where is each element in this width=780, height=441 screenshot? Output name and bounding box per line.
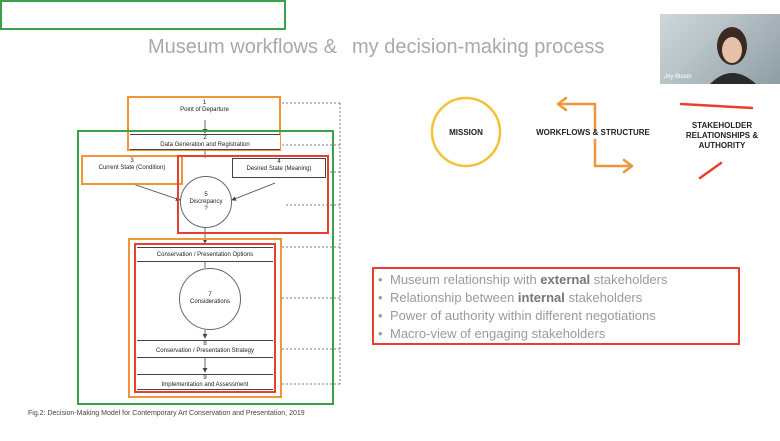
participant-silhouette xyxy=(710,27,756,84)
circle-discrepancy: 5 Discrepancy ? xyxy=(180,176,232,228)
mission-label: MISSION xyxy=(449,128,483,137)
authority-triangle-icon xyxy=(679,102,754,180)
bullet-text: stakeholders xyxy=(564,290,643,305)
bullet-text: Museum relationship with xyxy=(390,272,541,287)
box-point-of-departure: 1 Point of Departure xyxy=(133,100,276,120)
slide-title-prefix: Museum workflows & xyxy=(148,36,337,58)
bullet-text: Power of authority within different nego… xyxy=(390,308,656,323)
workflows-label: WORKFLOWS & STRUCTURE xyxy=(536,128,650,137)
bullet-dot: • xyxy=(378,308,383,323)
box-implementation: 9 Implementation and Assessment xyxy=(137,374,273,390)
box6-label: Conservation / Presentation Options xyxy=(156,252,254,258)
box-data-generation: 2 Data Generation and Registration xyxy=(130,134,280,150)
box4-number: 4 xyxy=(277,159,281,165)
box3-number: 3 xyxy=(130,158,134,164)
bullet-dot: • xyxy=(378,272,383,287)
circle-considerations: 7 Considerations xyxy=(179,268,241,330)
bullet-item: Relationship between internal stakeholde… xyxy=(390,290,642,305)
bullet-item: Power of authority within different nego… xyxy=(390,308,656,323)
box3-label: Current State (Condition) xyxy=(98,165,166,171)
bullet-item: Museum relationship with external stakeh… xyxy=(390,272,668,287)
box2-number: 2 xyxy=(203,135,207,141)
workflow-arrows-icon xyxy=(556,96,634,174)
title-highlight-box xyxy=(0,0,286,30)
box1-label: Point of Departure xyxy=(180,107,229,113)
box8-number: 8 xyxy=(203,341,207,347)
stakeholder-line-2: RELATIONSHIPS & xyxy=(685,131,759,140)
stakeholder-line-1: STAKEHOLDER xyxy=(691,121,753,130)
figure-caption: Fig.2: Decision-Making Model for Contemp… xyxy=(28,410,305,417)
participant-video[interactable]: Joy Bloser xyxy=(660,14,780,84)
bullet-dot: • xyxy=(378,290,383,305)
slide-title-highlight: my decision-making process xyxy=(352,36,605,58)
bullet-bold: external xyxy=(540,272,591,287)
box9-label: Implementation and Assessment xyxy=(161,382,249,388)
box8-label: Conservation / Presentation Strategy xyxy=(155,348,255,354)
bullet-text: stakeholders xyxy=(590,272,668,287)
box-strategy: 8 Conservation / Presentation Strategy xyxy=(137,340,273,358)
bullet-text: Macro-view of engaging stakeholders xyxy=(390,326,606,341)
box-options: Conservation / Presentation Options xyxy=(137,247,273,262)
participant-name: Joy Bloser xyxy=(664,74,693,80)
circle7-label: Considerations xyxy=(189,299,231,305)
box-current-state: 3 Current State (Condition) xyxy=(84,158,180,178)
box9-number: 9 xyxy=(203,375,207,381)
box2-label: Data Generation and Registration xyxy=(160,142,250,148)
bullet-item: Macro-view of engaging stakeholders xyxy=(390,326,605,341)
circle7-number: 7 xyxy=(208,292,212,298)
bullet-bold: internal xyxy=(517,290,565,305)
bullet-dot: • xyxy=(378,326,383,341)
circle5-label: Discrepancy xyxy=(189,198,223,205)
circle5-number: 5 xyxy=(204,191,208,198)
stakeholder-line-3: AUTHORITY xyxy=(698,141,746,150)
circle5-question: ? xyxy=(204,205,208,212)
box4-label: Desired State (Meaning) xyxy=(246,166,312,172)
box-desired-state: 4 Desired State (Meaning) xyxy=(232,158,326,178)
box1-number: 1 xyxy=(202,100,207,106)
stakeholder-bullets-box xyxy=(372,267,740,345)
mission-circle xyxy=(430,96,502,168)
bullet-text: Relationship between xyxy=(390,290,518,305)
